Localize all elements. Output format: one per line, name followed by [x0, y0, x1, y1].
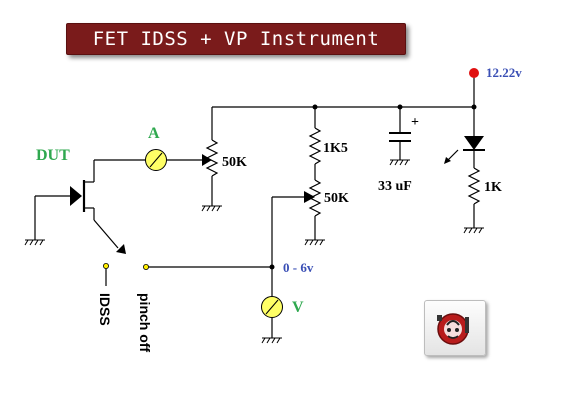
- junction-dot: [269, 264, 275, 270]
- ground-icon: [304, 239, 325, 246]
- r1k5-label: 1K5: [323, 141, 348, 156]
- led-resistor: [467, 167, 481, 205]
- pot-top-label: 50K: [222, 155, 247, 170]
- page-title: FET IDSS + VP Instrument: [66, 23, 406, 55]
- led-light-arrow: [444, 157, 451, 164]
- voltmeter-label: V: [292, 299, 304, 316]
- junction-dot: [471, 104, 477, 110]
- pinchoff-label: pinch off: [137, 293, 153, 352]
- ground-icon: [201, 205, 222, 212]
- junction-dot: [312, 104, 318, 110]
- fet-gate-arrow: [70, 186, 82, 206]
- ammeter-needle: [149, 152, 163, 168]
- ground-icon: [389, 159, 410, 166]
- idss-label: IDSS: [97, 293, 113, 326]
- pot-top-wiper-arrow: [202, 154, 212, 166]
- ground-icon: [24, 239, 45, 246]
- r1k5-resistor: [308, 127, 322, 165]
- range-label: 0 - 6v: [283, 260, 314, 275]
- capacitor-polarity: +: [411, 115, 419, 130]
- junction-dot: [397, 104, 403, 110]
- logo-graphic: [437, 313, 469, 345]
- logo-icon[interactable]: [424, 300, 486, 356]
- capacitor-label: 33 uF: [378, 179, 412, 194]
- dut-label: DUT: [36, 147, 70, 164]
- pinchoff-terminal: [142, 263, 149, 270]
- switch-arrow: [116, 244, 126, 254]
- voltmeter-needle: [265, 299, 279, 315]
- switch-arm: [93, 219, 119, 249]
- ammeter-label: A: [148, 125, 160, 142]
- pot-mid-label: 50K: [324, 191, 349, 206]
- supply-node: [469, 68, 479, 78]
- supply-voltage-label: 12.22v: [486, 65, 522, 80]
- led-diode: [464, 136, 484, 150]
- ground-icon: [261, 337, 282, 344]
- led-resistor-label: 1K: [484, 180, 502, 195]
- ground-icon: [463, 227, 484, 234]
- pot-mid-wiper-arrow: [304, 191, 315, 203]
- idss-terminal: [103, 262, 110, 269]
